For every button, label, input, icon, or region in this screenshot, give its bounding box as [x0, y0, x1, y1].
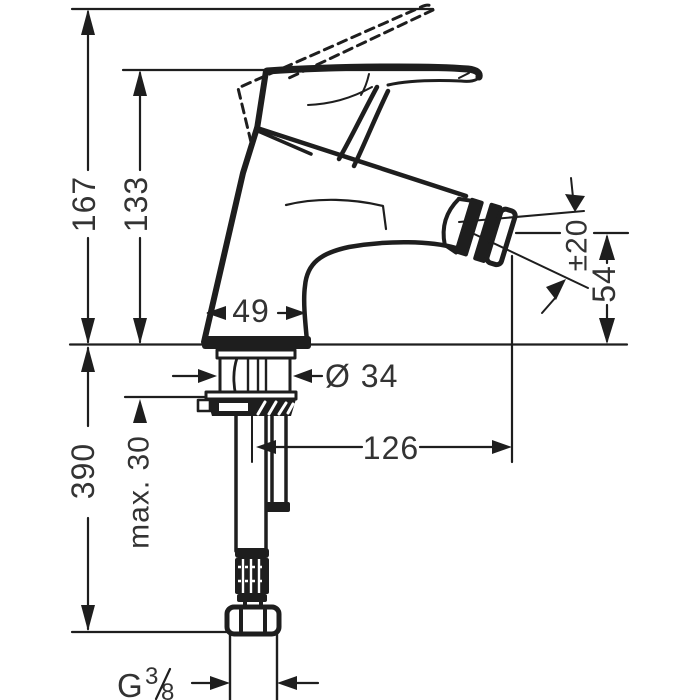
body-spout-seam — [254, 125, 469, 199]
faucet-body — [201, 68, 469, 349]
max-mount-thickness-label: max. 30 — [123, 435, 156, 549]
hose-lower-band — [237, 594, 267, 602]
angle-ray-lower — [471, 232, 589, 289]
arrow-right — [286, 306, 306, 320]
cap-detail-curve — [307, 86, 373, 106]
thread-prefix-label: G — [117, 667, 144, 700]
threaded-shank — [215, 348, 297, 398]
arrow-left — [206, 306, 226, 320]
under-deck-length-label: 390 — [65, 443, 101, 499]
dimension-spray-angle: ±20 — [458, 177, 594, 314]
hose-corrugation-lines — [238, 559, 266, 593]
body-left-edge — [201, 125, 260, 345]
dimension-reach: 126 — [256, 430, 512, 466]
arrow-up — [81, 9, 95, 35]
angle-leader-lower — [541, 296, 557, 314]
arrow-right — [492, 440, 512, 454]
cap-seam-detail — [256, 129, 313, 156]
base-band — [202, 336, 311, 349]
arrow-up — [599, 234, 615, 260]
lever-underside — [386, 75, 481, 87]
lever-neck-left — [336, 84, 380, 162]
aerator-end-cap — [484, 206, 518, 268]
aerator-ring-band-2 — [473, 202, 503, 263]
arrow-angle-upper — [565, 194, 585, 212]
aerator-bottom-edge — [442, 242, 459, 255]
arrow-left — [277, 676, 297, 690]
height-above-deck-label: 133 — [118, 176, 154, 232]
arrow-up — [81, 346, 95, 372]
arrow-down — [133, 318, 147, 344]
shank-collar — [215, 348, 297, 360]
hose-top-band — [235, 548, 269, 558]
dimension-max-mount-thickness: max. 30 — [123, 399, 156, 549]
hose-tail-pipe — [228, 632, 279, 700]
arrow-left — [256, 440, 276, 454]
angle-ray-upper — [458, 210, 585, 223]
arrow-down — [81, 605, 95, 631]
dimension-shank-diameter: Ø 34 — [171, 358, 398, 394]
arrow-up — [133, 70, 147, 96]
shank-diameter-label: Ø 34 — [325, 358, 398, 394]
dimension-outlet-height: 54 — [586, 234, 622, 344]
faucet-artwork — [196, 3, 518, 700]
cap-detail-tick — [360, 73, 370, 96]
aerator-spout-outlet — [441, 196, 518, 268]
arrow-left — [293, 369, 312, 383]
cap-left-edge — [254, 68, 269, 132]
escutcheon-nut — [196, 390, 298, 416]
lever-top-edge — [263, 63, 483, 81]
connector-nut-outline — [224, 604, 282, 637]
body-right-underside — [301, 239, 459, 344]
arrow-down — [599, 318, 615, 344]
dimension-thread-size: G 3 8 — [117, 663, 320, 700]
base-width-label: 49 — [232, 293, 270, 329]
reach-label: 126 — [363, 430, 419, 466]
dimension-base-width: 49 — [206, 293, 306, 329]
dimension-total-height: 167 — [66, 9, 102, 344]
outlet-height-label: 54 — [586, 265, 622, 303]
dimension-height-above-deck: 133 — [118, 70, 154, 344]
total-height-label: 167 — [66, 176, 102, 232]
spout-inner-line — [284, 198, 388, 231]
shank-inner-curve — [232, 356, 239, 398]
hose-connector-nut — [224, 604, 282, 637]
flex-hose — [235, 548, 269, 610]
raised-lever-outline — [236, 3, 435, 144]
mounting-rod — [266, 414, 290, 512]
supply-pipe — [234, 414, 268, 553]
aerator-top-edge — [456, 196, 474, 203]
lever-handle — [263, 63, 483, 169]
spray-angle-label: ±20 — [561, 219, 594, 272]
escutcheon-left-notch — [196, 398, 212, 413]
thread-numerator-label: 3 — [145, 663, 159, 690]
rod-foot — [266, 502, 290, 512]
escutcheon-slot — [219, 403, 248, 411]
fraction-slash — [154, 667, 172, 700]
arrow-angle-lower — [546, 279, 566, 300]
escutcheon-top-plate — [204, 390, 298, 401]
arrow-down — [81, 318, 95, 344]
dimension-under-deck-length: 390 — [65, 346, 101, 631]
lever-handle-raised-dashed — [236, 3, 435, 144]
lever-tip-detail — [458, 72, 470, 79]
arrow-up — [133, 399, 147, 423]
escutcheon-hatching — [256, 400, 295, 416]
thread-denominator-label: 8 — [161, 679, 175, 700]
arrow-right — [198, 369, 217, 383]
arrow-right — [210, 676, 230, 690]
aerator-front-arc — [441, 196, 461, 247]
